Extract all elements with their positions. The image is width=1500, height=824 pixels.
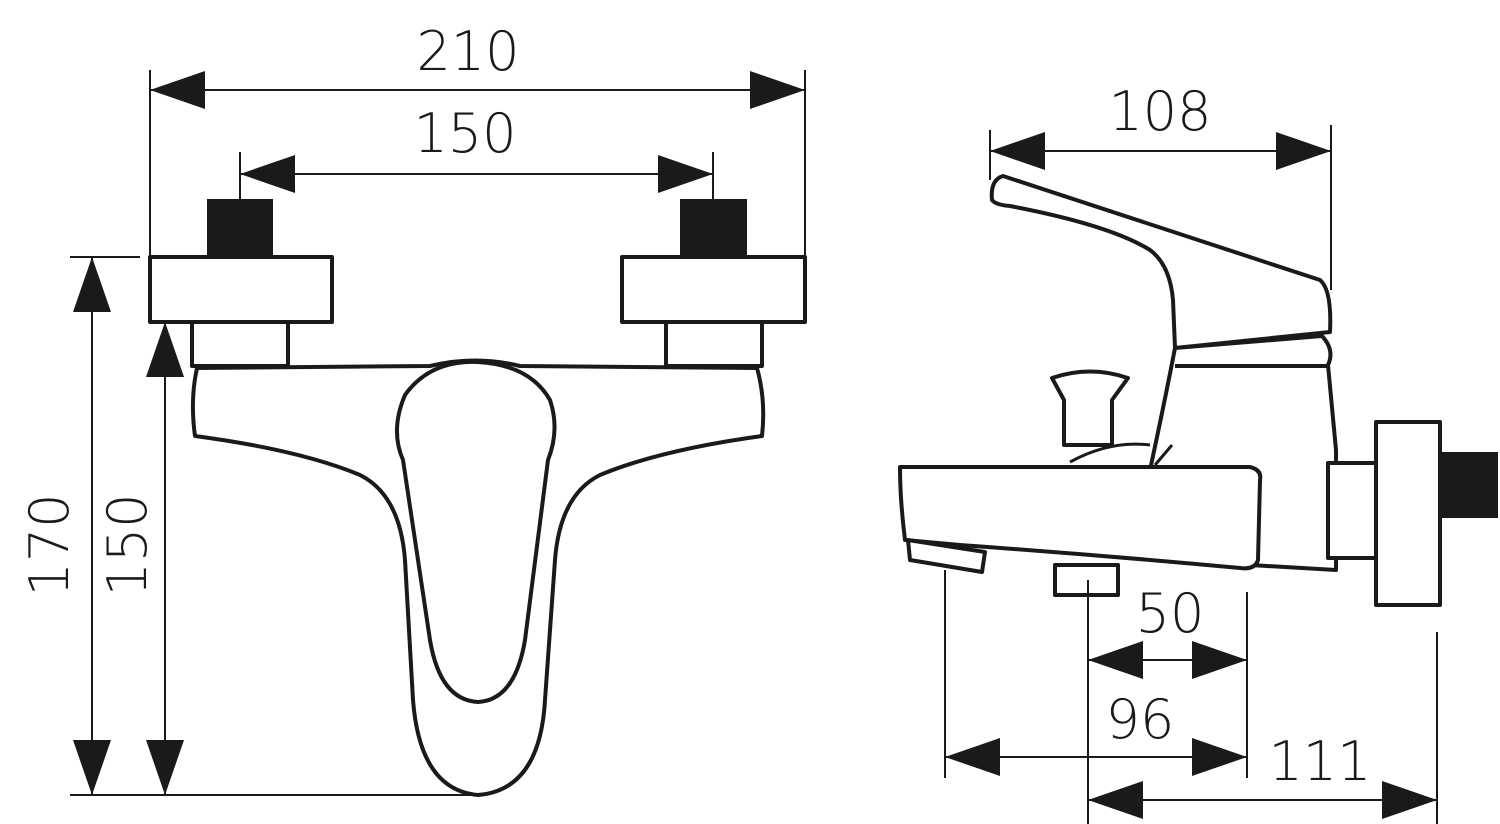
aerator [906,538,987,574]
dimension-label-150-vertical: 150 [96,493,159,596]
side-inlet-connector [1440,452,1498,518]
dimension-111: 111 [1088,730,1437,819]
dimension-96: 96 [945,688,1247,776]
diverter-knob [1050,369,1130,447]
dimension-label-111: 111 [1268,730,1371,793]
side-spout [898,465,1263,571]
right-inlet-connector [680,199,747,256]
left-escutcheon [148,255,334,324]
dimension-label-108: 108 [1108,80,1211,143]
spout-detail [1069,442,1174,466]
dimension-label-210: 210 [416,20,519,83]
right-escutcheon [620,255,807,324]
side-escutcheon [1374,420,1442,607]
dimension-label-50: 50 [1136,582,1205,645]
dimension-label-150: 150 [413,102,516,165]
dimension-170-vertical: 170 [18,256,470,796]
dimension-108: 108 [989,80,1332,290]
dimension-150-horizontal: 150 [239,102,714,200]
dimension-150-vertical: 150 [96,322,184,795]
side-eccentric [1326,461,1378,560]
side-view: 108 50 96 [898,80,1498,824]
dimension-label-96: 96 [1106,688,1175,751]
right-eccentric [664,320,764,368]
dimension-label-170: 170 [18,493,81,596]
diverter-outlet [1053,563,1120,597]
dimension-extension-lines [944,570,1438,824]
side-lever [989,174,1333,350]
dimension-50: 50 [1088,582,1247,679]
dimension-210: 210 [149,20,806,255]
handle-lever [394,359,557,704]
left-eccentric [190,320,290,368]
front-view: 210 150 170 150 [18,20,807,797]
left-inlet-connector [207,199,273,256]
